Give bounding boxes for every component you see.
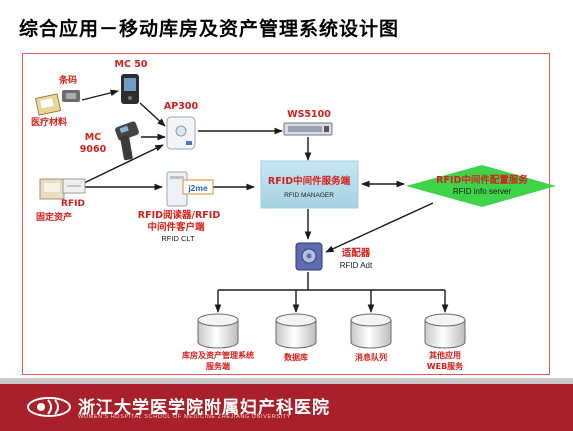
ws5100-switch-icon	[283, 122, 333, 136]
adapter-label-cn: 适配器	[342, 247, 371, 259]
ws5100-label: WS5100	[287, 109, 331, 120]
db4-label-line2: WEB服务	[427, 361, 464, 371]
rfid-reader-client-icon	[166, 171, 214, 207]
connector-lines	[81, 89, 449, 313]
reader-label-line3: RFID CLT	[161, 234, 195, 243]
adapter-label-en: RFID Adt	[340, 261, 373, 270]
ap300-label: AP300	[164, 101, 199, 112]
db4-label-line1: 其他应用	[429, 350, 461, 360]
middleware-label-cn: RFID中间件服务端	[268, 175, 351, 187]
arrow-config-adapter	[325, 202, 434, 253]
diagram-frame	[22, 53, 550, 375]
adapter-gear-icon	[295, 242, 323, 271]
config-label-en: RFID info server	[453, 187, 512, 196]
config-label-cn: RFID中间件配置服务	[436, 174, 528, 186]
database-icon-4	[424, 313, 466, 349]
footer-banner	[0, 384, 573, 431]
mc9060-label-line1: MC	[85, 132, 101, 143]
barcode-label: 条码	[58, 74, 77, 86]
database-icon-1	[197, 313, 239, 349]
arrow-barcode-mc50	[81, 89, 119, 101]
j2me-label: j2me	[187, 183, 208, 193]
reader-label-line2: 中间件客户端	[147, 221, 205, 233]
mc50-device-icon	[121, 74, 139, 104]
medical-material-label: 医疗材料	[31, 116, 67, 128]
mc9060-label-line2: 9060	[80, 144, 107, 155]
mc50-label: MC 50	[115, 59, 148, 70]
medical-material-icon	[35, 93, 62, 116]
db1-label-line2: 服务端	[206, 361, 230, 371]
mc9060-device-icon	[115, 121, 139, 161]
reader-label-line1: RFID阅读器/RFID	[138, 209, 221, 221]
database-icon-3	[350, 313, 392, 349]
page-title: 综合应用－移动库房及资产管理系统设计图	[19, 18, 400, 40]
fixed-asset-icon	[39, 178, 65, 200]
barcode-scanner-icon	[62, 90, 80, 102]
hospital-logo-icon	[27, 397, 71, 417]
middleware-label-en: RFID MANAGER	[284, 192, 334, 199]
database-icon-2	[275, 313, 317, 349]
footer-divider	[0, 378, 573, 384]
footer-hospital-name: 浙江大学医学院附属妇产科医院	[78, 398, 330, 418]
config-server-diamond	[406, 165, 556, 207]
middleware-server-box	[260, 160, 359, 209]
ap300-access-point-icon	[166, 116, 196, 150]
db2-label: 数据库	[284, 352, 308, 362]
db3-label: 消息队列	[355, 352, 387, 362]
rfid-tag-icon	[62, 178, 86, 194]
db1-label-line1: 库房及资产管理系统	[182, 350, 254, 360]
arrow-mc50-ap300	[139, 102, 166, 127]
fixed-asset-label: 固定资产	[36, 211, 72, 223]
rfid-tag-label: RFID	[61, 199, 85, 209]
arrow-asset-ap300	[83, 144, 164, 184]
footer-hospital-name-en: WOMEN'S HOSPITAL SCHOOL OF MEDICINE ZHEJ…	[78, 414, 291, 420]
